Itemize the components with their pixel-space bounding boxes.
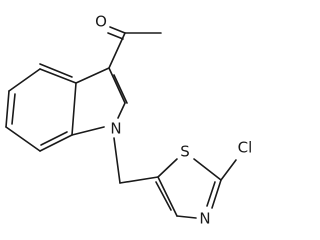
methylene-linker (113, 137, 159, 184)
bond-n1-c7a (71, 126, 105, 136)
bond-c7-c7a-double (40, 131, 68, 146)
structure-canvas: O N S Cl N (5, 12, 253, 228)
bond-c4-c5 (157, 176, 178, 217)
bond-c6-c7 (5, 126, 41, 152)
bond-n3-c4 (176, 215, 197, 219)
indole-nitrogen-label: N (110, 120, 121, 138)
bond-c3-c2 (108, 67, 126, 104)
thiazole-nitrogen-label: N (199, 210, 210, 228)
bond-c2-n3 (211, 179, 222, 209)
oxygen-label: O (95, 13, 107, 31)
bond-c2-cl (220, 159, 237, 181)
chlorine-label: Cl (238, 139, 253, 157)
bond-carbonyl-c3 (108, 32, 126, 69)
bond-c5-c6 (5, 90, 10, 128)
bond-s-c2 (193, 158, 222, 181)
bond-c3a-c4-double (39, 63, 73, 78)
benzene-ring (5, 63, 77, 152)
bond-carbonyl-oxygen-1 (109, 26, 126, 34)
bond-c2-n1 (117, 102, 126, 119)
bond-ch2-c5-thiazole (119, 176, 159, 184)
bond-c5-s (157, 158, 178, 178)
bond-c5-c6-double (11, 93, 16, 125)
molecule-diagram: O N S Cl N (5, 13, 253, 228)
bond-n1-ch2 (113, 137, 121, 184)
sulfur-label: S (180, 143, 190, 161)
thiazole-ring (155, 158, 237, 219)
bond-c3-c3a (75, 67, 110, 84)
bond-c2-n3-double (206, 181, 216, 207)
bond-c3a-c7a (71, 82, 77, 136)
bond-c4-c5 (8, 68, 41, 92)
acetyl-group (107, 26, 162, 69)
bond-c3-c2-double (113, 74, 128, 104)
bond-carbonyl-oxygen-2 (107, 32, 124, 40)
bond-c3a-c4 (39, 68, 77, 84)
pyrrole-ring (71, 67, 128, 136)
bond-c4-c5-double (155, 181, 172, 211)
bond-c7-c7a (39, 134, 73, 152)
